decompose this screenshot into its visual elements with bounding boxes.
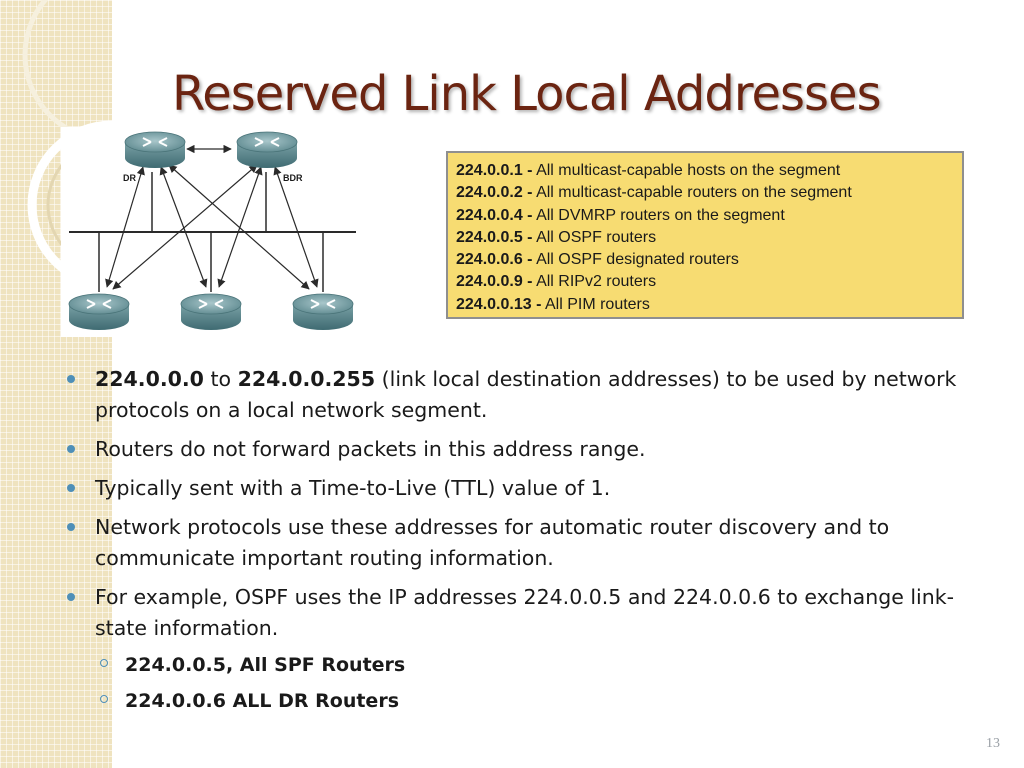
bullet-dot-icon [67,484,75,492]
page-title: Reserved Link Local Addresses [172,66,882,122]
dr-label: DR [123,173,136,183]
bullet-item: Typically sent with a Time-to-Live (TTL)… [66,473,996,504]
bullet-dot-icon [67,523,75,531]
address-row: 224.0.0.1 - All multicast-capable hosts … [456,162,841,179]
address-row: 224.0.0.13 - All PIM routers [456,295,650,313]
router-icon [68,293,130,331]
bdr-router-icon [236,131,298,169]
bullet-list: 224.0.0.0 to 224.0.0.255 (link local des… [66,364,996,652]
sub-bullet-circle-icon [100,695,108,703]
page-number: 13 [986,736,1000,751]
bullet-item: For example, OSPF uses the IP addresses … [66,582,996,644]
bullet-item: 224.0.0.0 to 224.0.0.255 (link local des… [66,364,996,426]
address-row: 224.0.0.9 - All RIPv2 routers [456,273,657,291]
bdr-label: BDR [283,173,303,183]
bullet-dot-icon [67,375,75,383]
address-row: 224.0.0.5 - All OSPF routers [456,228,657,246]
sub-bullet-circle-icon [100,659,108,667]
router-icon [292,293,354,331]
bullet-dot-icon [67,593,75,601]
sub-bullet-item: 224.0.0.6 ALL DR Routers [95,686,405,722]
dr-router-icon [124,131,186,169]
ospf-network-diagram: DR BDR [61,127,362,337]
sub-bullet-item: 224.0.0.5, All SPF Routers [95,650,405,686]
address-row: 224.0.0.6 - All OSPF designated routers [456,251,739,269]
multicast-address-table: 224.0.0.1 - All multicast-capable hosts … [446,151,964,319]
bullet-dot-icon [67,445,75,453]
sub-bullet-list: 224.0.0.5, All SPF Routers 224.0.0.6 ALL… [95,650,405,722]
router-icon [180,293,242,331]
address-row: 224.0.0.4 - All DVMRP routers on the seg… [456,206,785,224]
address-row: 224.0.0.2 - All multicast-capable router… [456,184,852,202]
bullet-item: Routers do not forward packets in this a… [66,434,996,465]
bullet-item: Network protocols use these addresses fo… [66,512,996,574]
